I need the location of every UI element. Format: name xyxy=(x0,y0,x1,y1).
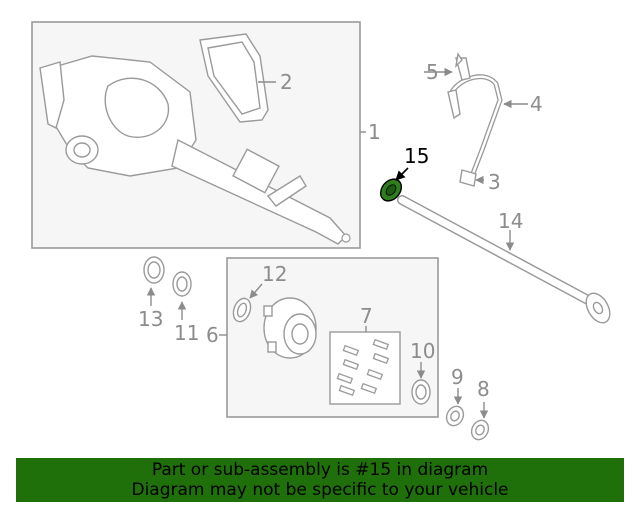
callout-2: 2 xyxy=(280,70,293,94)
vent-hose-group xyxy=(424,52,528,187)
callout-9: 9 xyxy=(451,365,464,389)
callout-3: 3 xyxy=(488,170,501,194)
callout-12: 12 xyxy=(262,262,287,286)
bolt-kit-box xyxy=(329,331,401,405)
highlighted-part-15[interactable] xyxy=(376,175,405,205)
axle-housing-drawing xyxy=(39,55,351,245)
callout-5: 5 xyxy=(426,60,439,84)
seal-11-drawing xyxy=(172,271,192,297)
callout-10: 10 xyxy=(410,339,435,363)
seal-13-drawing xyxy=(143,256,165,284)
differential-case-panel xyxy=(226,257,439,418)
ring-8-drawing xyxy=(470,419,490,441)
differential-cover-drawing xyxy=(199,33,269,123)
info-banner: Part or sub-assembly is #15 in diagram D… xyxy=(16,458,624,502)
ring-10-drawing xyxy=(411,379,431,405)
ring-9-drawing xyxy=(445,405,465,427)
callout-11: 11 xyxy=(174,321,199,345)
ring-12-drawing xyxy=(232,297,252,323)
banner-line-2: Diagram may not be specific to your vehi… xyxy=(131,480,509,500)
callout-7: 7 xyxy=(360,304,373,328)
axle-shaft-drawing xyxy=(397,195,611,324)
callout-4: 4 xyxy=(530,92,543,116)
banner-line-1: Part or sub-assembly is #15 in diagram xyxy=(151,460,489,480)
callout-6: 6 xyxy=(206,323,219,347)
callout-1: 1 xyxy=(368,120,381,144)
callout-8: 8 xyxy=(477,377,490,401)
callout-13: 13 xyxy=(138,307,163,331)
callout-15: 15 xyxy=(404,144,429,168)
callout-14: 14 xyxy=(498,209,523,233)
differential-case-drawing xyxy=(263,297,317,359)
axle-housing-panel: 2 xyxy=(31,21,361,249)
